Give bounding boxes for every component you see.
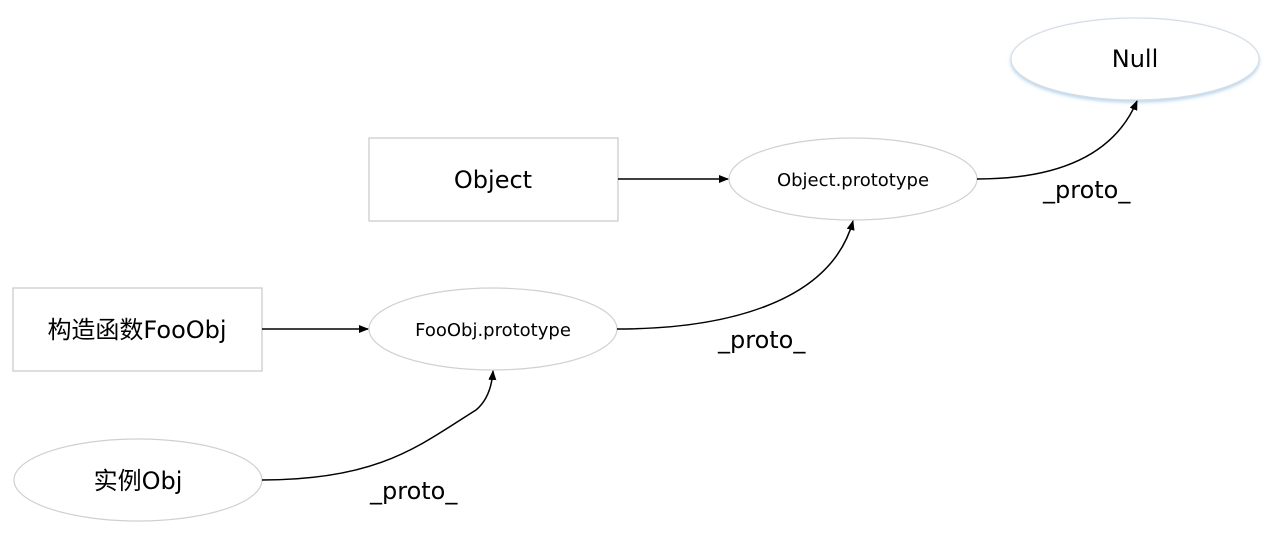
null-node: Null bbox=[1010, 17, 1260, 101]
constructor-label: 构造函数FooObj bbox=[47, 316, 226, 344]
edge-label-fooobj-prototype-to-object-prototype: _proto_ bbox=[717, 326, 806, 354]
instance-label: 实例Obj bbox=[94, 467, 183, 495]
arrow-object-prototype-to-null bbox=[976, 100, 1138, 180]
object-node: Object bbox=[368, 137, 619, 222]
object-prototype-label: Object.prototype bbox=[777, 170, 929, 191]
object-label: Object bbox=[454, 166, 532, 194]
arrow-instance-to-fooobj-prototype bbox=[261, 370, 497, 481]
null-ellipse bbox=[1010, 17, 1260, 101]
fooobj-prototype-node: FooObj.prototype bbox=[368, 287, 618, 371]
object-box bbox=[368, 137, 619, 222]
fooobj-prototype-label: FooObj.prototype bbox=[415, 320, 571, 341]
object-prototype-node: Object.prototype bbox=[728, 137, 978, 221]
instance-node: 实例Obj bbox=[13, 438, 263, 522]
constructor-node: 构造函数FooObj bbox=[12, 287, 263, 372]
null-label: Null bbox=[1112, 45, 1159, 73]
edge-label-object-prototype-to-null: _proto_ bbox=[1042, 176, 1131, 204]
edge-label-instance-to-fooobj-prototype: _proto_ bbox=[369, 477, 458, 505]
arrow-fooobj-prototype-to-object-prototype bbox=[616, 220, 855, 330]
